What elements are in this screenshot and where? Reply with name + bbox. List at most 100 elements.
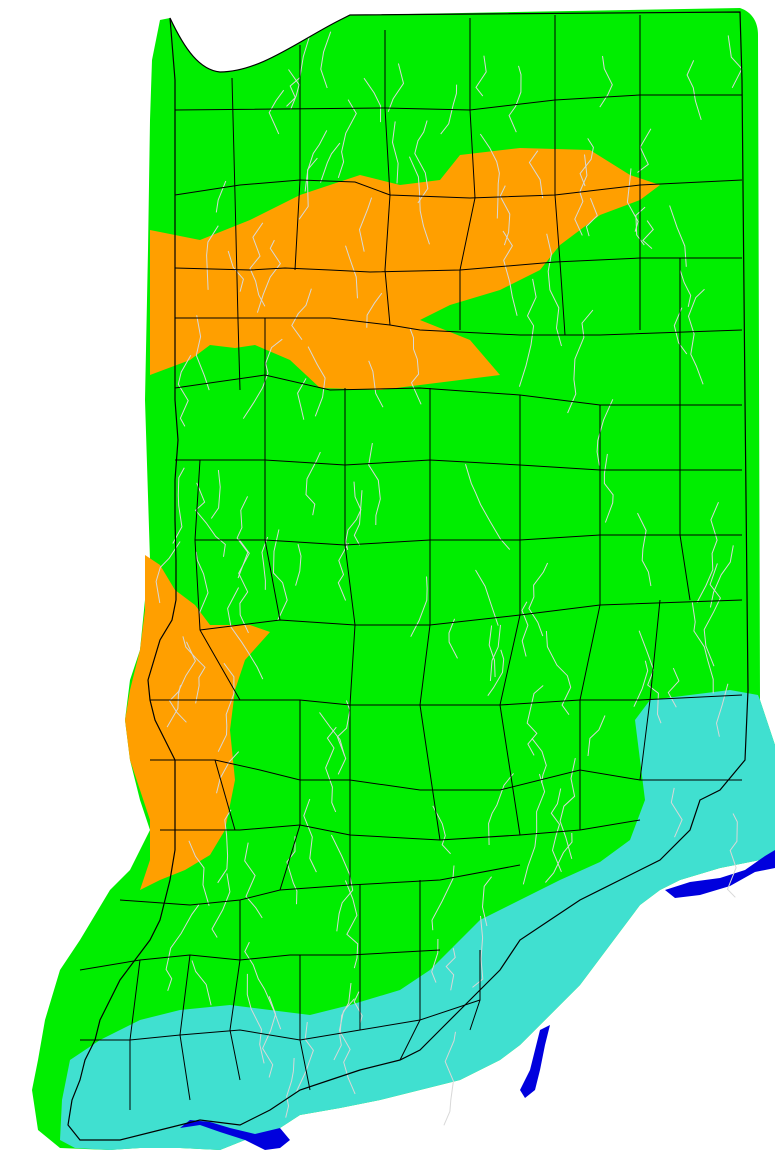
stream-line [522, 773, 546, 885]
blue-river-zone-south [520, 1025, 550, 1098]
stream-line [709, 545, 734, 608]
stream-line [272, 529, 288, 621]
county-boundary [150, 759, 742, 791]
stream-line [687, 288, 705, 385]
stream-line [531, 737, 547, 784]
county-boundary [229, 959, 241, 1081]
county-boundary [279, 700, 301, 891]
stream-line [545, 832, 573, 883]
stream-line [637, 128, 652, 173]
stream-line [637, 512, 652, 587]
stream-line [195, 315, 210, 391]
county-boundary [174, 257, 742, 273]
stream-line [298, 157, 318, 220]
stream-line [448, 618, 458, 659]
county-boundary [459, 18, 476, 330]
stream-line [445, 948, 456, 991]
stream-line [330, 834, 354, 932]
stream-line [508, 65, 522, 133]
stream-line [526, 685, 544, 756]
stream-line [414, 120, 429, 204]
stream-line [353, 490, 363, 546]
stream-line [638, 630, 662, 724]
county-boundary [299, 955, 311, 1091]
stream-line [286, 836, 298, 905]
stream-line [165, 904, 200, 991]
stream-line [726, 813, 738, 898]
cyan-zone-south [60, 690, 775, 1150]
stream-line [215, 180, 227, 213]
stream-line [545, 630, 572, 715]
stream-line [338, 998, 356, 1095]
stream-line [368, 360, 384, 408]
stream-line [521, 601, 529, 657]
stream-line [432, 805, 451, 855]
county-boundary [419, 388, 441, 841]
stream-line [518, 278, 537, 387]
stream-line [256, 239, 282, 313]
stream-line [550, 788, 562, 872]
county-boundary [679, 258, 691, 601]
stream-line [691, 602, 714, 694]
stream-line [244, 941, 282, 1030]
stream-line [217, 809, 232, 884]
stream-line [391, 121, 399, 184]
stream-line [320, 142, 341, 183]
stream-line [305, 451, 321, 516]
stream-line [642, 220, 654, 249]
stream-line [182, 636, 206, 704]
stream-line [387, 63, 405, 112]
stream-line [488, 625, 496, 678]
county-boundary [384, 30, 391, 326]
stream-line [715, 683, 729, 737]
county-boundary [214, 759, 236, 831]
stream-line [696, 502, 719, 603]
county-boundary [80, 999, 481, 1041]
county-boundary [579, 405, 601, 830]
stream-line [194, 482, 226, 557]
stream-line [353, 991, 363, 1025]
blue-river-zone-southwest [180, 1120, 290, 1150]
stream-line [574, 154, 588, 236]
stream-line [188, 840, 210, 906]
stream-line [703, 563, 721, 667]
stream-line [669, 205, 687, 267]
stream-line [216, 751, 240, 794]
stream-line [337, 99, 357, 179]
stream-line [465, 464, 511, 550]
stream-line [246, 973, 265, 1064]
county-boundary [174, 94, 742, 111]
county-boundary [499, 395, 521, 836]
county-boundary [294, 45, 301, 271]
stream-line [155, 541, 181, 604]
stream-line [585, 198, 598, 237]
stream-line [673, 307, 688, 355]
stream-line [358, 197, 373, 252]
stream-line [325, 726, 337, 813]
stream-line [440, 84, 458, 135]
stream-line [337, 542, 349, 601]
stream-line [320, 31, 332, 89]
state-fill [32, 8, 775, 1150]
stream-line [195, 551, 209, 615]
stream-line [261, 536, 269, 590]
state-outline [67, 11, 749, 1141]
stream-line [319, 712, 345, 756]
stream-line [227, 587, 264, 680]
stream-line [238, 538, 250, 634]
orange-zone-north [150, 148, 660, 390]
stream-line [559, 757, 576, 860]
stream-line [366, 292, 383, 328]
stream-line [304, 130, 328, 192]
stream-line [481, 876, 492, 927]
stream-line [345, 481, 362, 551]
stream-line [285, 1057, 295, 1118]
stream-line [409, 328, 422, 405]
stream-line [686, 60, 702, 121]
stream-line [368, 443, 381, 526]
stream-line [596, 399, 614, 466]
county-boundary [160, 819, 641, 841]
stream-line [567, 309, 594, 414]
stream-line [363, 77, 382, 123]
stream-line [307, 346, 326, 417]
